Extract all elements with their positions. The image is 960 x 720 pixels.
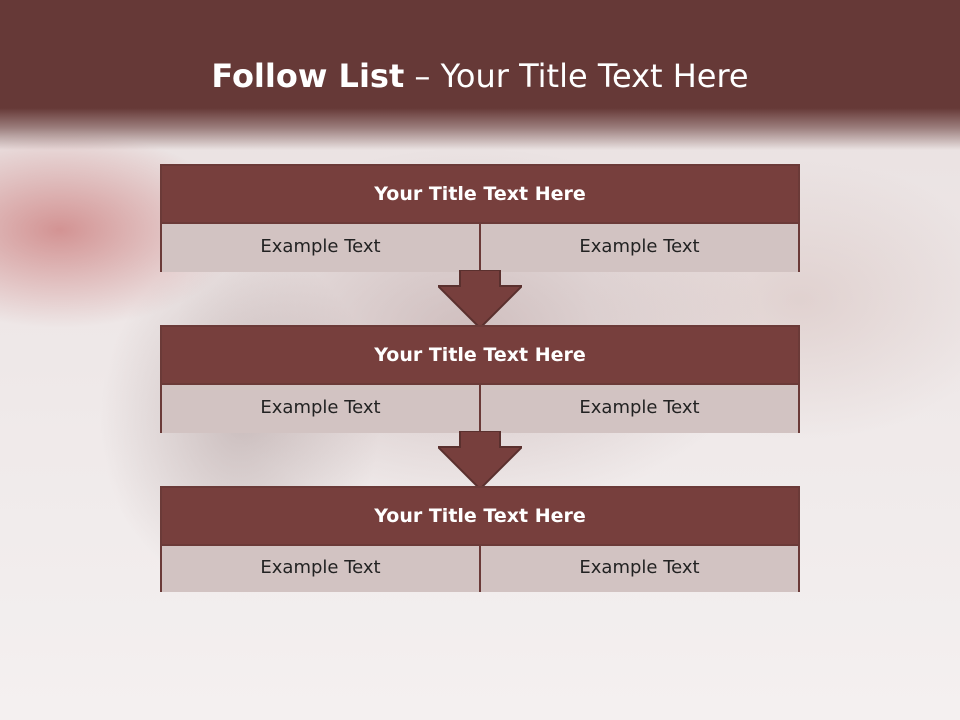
card-cell-right: Example Text [479,385,798,433]
card-title: Your Title Text Here [162,166,798,224]
card-row: Example Text Example Text [162,546,798,592]
down-arrow-icon [438,431,522,489]
card-cell-right: Example Text [479,224,798,272]
slide-title: Follow List – Your Title Text Here [0,52,960,100]
list-card-1: Your Title Text Here Example Text Exampl… [160,164,800,272]
card-cell-left: Example Text [162,385,479,433]
slide-title-rest: – Your Title Text Here [414,57,749,95]
down-arrow-icon [438,270,522,328]
card-cell-left: Example Text [162,546,479,592]
list-card-3: Your Title Text Here Example Text Exampl… [160,486,800,592]
card-title: Your Title Text Here [162,327,798,385]
card-cell-right: Example Text [479,546,798,592]
list-card-2: Your Title Text Here Example Text Exampl… [160,325,800,433]
card-row: Example Text Example Text [162,224,798,272]
card-row: Example Text Example Text [162,385,798,433]
card-title: Your Title Text Here [162,488,798,546]
card-cell-left: Example Text [162,224,479,272]
title-bar [0,0,960,150]
slide-title-bold: Follow List [211,57,405,95]
